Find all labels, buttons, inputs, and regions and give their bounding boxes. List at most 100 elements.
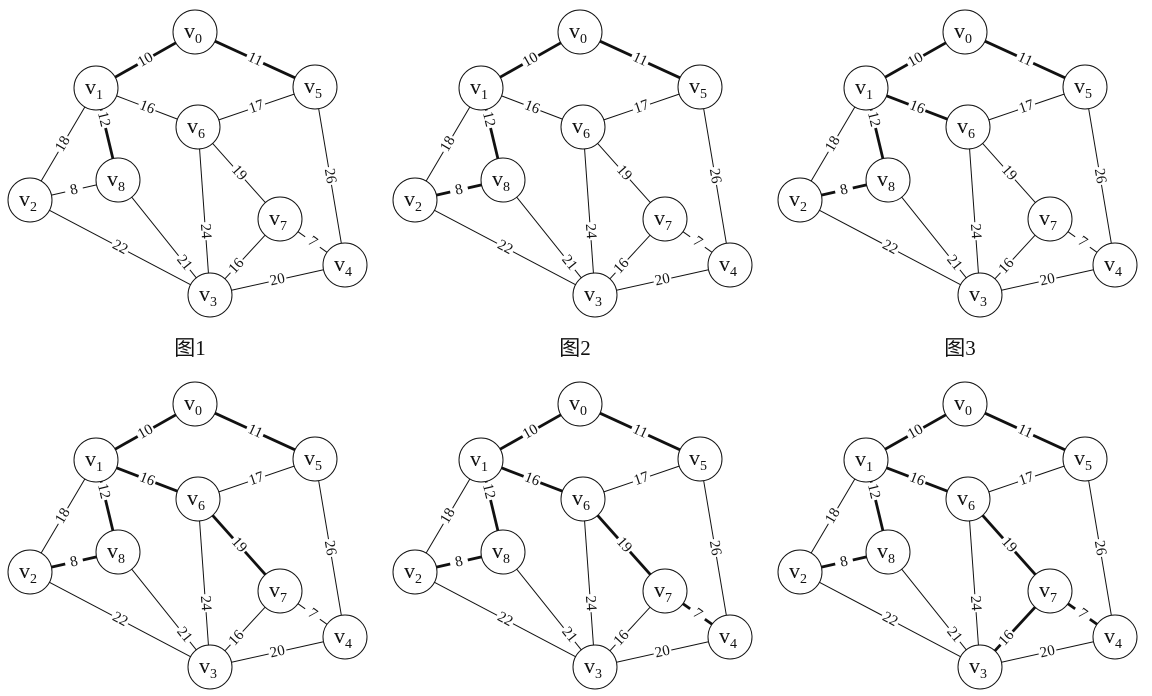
node-label-v1: v1 [470,74,488,103]
edge-weight-background [93,480,114,502]
node-label-subscript: 7 [280,219,287,234]
node-label-base: v [1074,445,1085,470]
node-v5 [677,64,723,110]
edge-weight-background [300,230,325,254]
node-label-subscript: 2 [415,572,422,587]
edge-weight-v0-v5: 11 [630,49,650,70]
node-label-v7: v7 [654,205,672,234]
node-label-subscript: 0 [965,404,972,419]
node-v5 [292,64,338,110]
node-v5 [292,436,338,482]
edge-weight-background [1015,468,1038,490]
edge-weight-background [557,622,582,647]
edge-weight-background [448,180,470,200]
edge-weight-background [1070,230,1095,254]
edge-weight-v2-v3: 22 [495,609,516,630]
node-label-base: v [789,558,800,583]
node-v2 [777,549,823,595]
node-label-base: v [654,577,665,602]
node-v7 [1027,568,1073,614]
node-label-base: v [19,558,30,583]
node-label-v7: v7 [654,577,672,606]
node-v0 [942,9,988,55]
figure-caption-2: 图2 [559,336,591,360]
node-label-base: v [334,623,345,648]
edge-weight-v1-v8: 12 [94,110,113,128]
node-label-base: v [855,74,866,99]
edge-weight-v8-v3: 21 [558,624,580,646]
edge-weight-background [903,48,928,72]
node-label-base: v [404,558,415,583]
edge-weight-background [518,420,543,444]
node-v4 [707,614,753,660]
node-label-base: v [269,205,280,230]
node-label-subscript: 0 [195,32,202,47]
edge-weight-background [628,420,652,443]
edge-weight-background [612,160,636,186]
edge-weight-background [821,504,845,528]
node-label-v8: v8 [107,538,125,567]
node-label-v2: v2 [789,186,807,215]
node-label-v0: v0 [954,390,972,419]
node-label-base: v [584,281,595,306]
node-v7 [1027,196,1073,242]
edge-weight-background [1013,420,1037,443]
edge-weight-v1-v2: 18 [437,133,458,154]
edge-weight-v1-v6: 16 [137,469,157,489]
edge-v6-v3 [969,148,979,274]
edge-weight-background [821,132,845,156]
node-label-v6: v6 [957,485,975,514]
node-label-v7: v7 [1039,205,1057,234]
node-label-subscript: 7 [280,591,287,606]
edge-weight-v5-v4: 26 [321,167,339,185]
edge-weight-v6-v3: 24 [582,223,599,240]
edge-weight-v3-v4: 20 [1038,271,1056,290]
node-label-v4: v4 [719,623,737,652]
node-v0 [557,9,603,55]
edge-weight-background [93,108,114,130]
edge-weight-background [196,221,215,241]
node-label-subscript: 2 [415,200,422,215]
edge-weight-v0-v1: 10 [520,49,541,70]
node-label-v2: v2 [19,558,37,587]
node-v2 [392,549,438,595]
node-label-subscript: 4 [730,637,737,652]
node-label-subscript: 2 [30,572,37,587]
node-v6 [560,476,606,522]
edge-weight-v3-v4: 20 [268,643,286,662]
edge-weight-background [196,593,215,613]
node-label-base: v [954,18,965,43]
edge-weight-v6-v3: 24 [582,595,599,612]
node-label-base: v [199,281,210,306]
node-label-v0: v0 [184,390,202,419]
edge-weight-background [478,108,499,130]
node-label-subscript: 5 [1085,87,1092,102]
edge-weight-background [245,96,268,118]
edge-weight-v1-v2: 18 [822,505,843,526]
edge-weight-v2-v3: 22 [880,609,901,630]
edge-weight-background [266,642,289,662]
node-label-v4: v4 [334,251,352,280]
node-v7 [257,196,303,242]
node-label-v8: v8 [877,166,895,195]
node-v4 [707,242,753,288]
edge-v6-v3 [584,520,594,646]
node-label-subscript: 3 [210,667,217,682]
node-label-subscript: 6 [198,127,205,142]
node-label-v7: v7 [269,205,287,234]
node-label-subscript: 1 [866,460,873,475]
edge-weight-v0-v5: 11 [630,421,650,442]
edge-weight-background [966,221,985,241]
node-label-base: v [334,251,345,276]
node-v8 [480,157,526,203]
edge-weight-v1-v8: 12 [94,482,113,500]
node-label-subscript: 8 [888,180,895,195]
node-label-v3: v3 [199,653,217,682]
node-label-subscript: 3 [980,667,987,682]
node-v6 [560,104,606,150]
node-label-base: v [187,485,198,510]
edge-weight-background [1070,602,1095,626]
edge-weight-background [581,593,600,613]
